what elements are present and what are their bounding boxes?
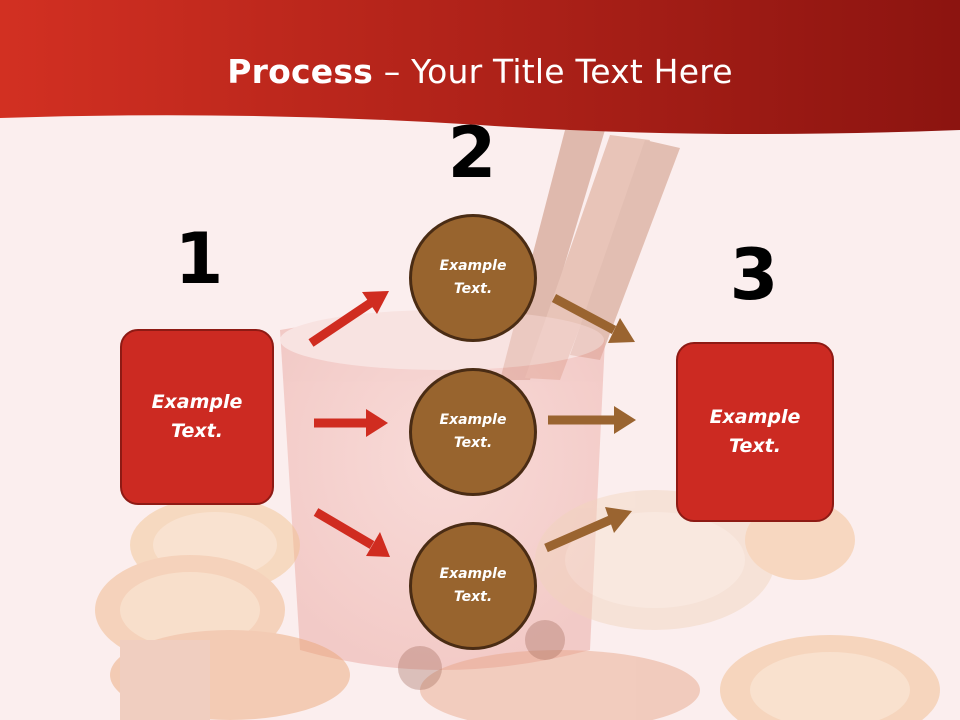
slide-title: Process – Your Title Text Here — [0, 52, 960, 91]
step-number-3: 3 — [729, 234, 779, 316]
arrow-1-to-bottom — [313, 508, 390, 557]
step-2-circle-top: Example Text. — [409, 214, 537, 342]
arrow-middle-to-3 — [548, 406, 636, 434]
step-number-1: 1 — [174, 218, 224, 300]
arrow-top-to-3 — [551, 294, 635, 343]
step-1-text: Example Text. — [151, 391, 243, 442]
step-2-circle-middle: Example Text. — [409, 368, 537, 496]
step-2-text-bottom: Example Text. — [439, 566, 507, 605]
step-2-circle-bottom: Example Text. — [409, 522, 537, 650]
arrow-1-to-middle — [314, 409, 388, 437]
step-2-text-top: Example Text. — [439, 258, 507, 297]
step-number-2: 2 — [447, 112, 497, 194]
arrow-1-to-top — [308, 291, 389, 347]
arrow-bottom-to-3 — [544, 507, 632, 553]
step-1-box: Example Text. — [120, 329, 274, 505]
title-bold: Process — [227, 52, 374, 91]
title-rest: – Your Title Text Here — [373, 52, 733, 91]
step-3-box: Example Text. — [676, 342, 834, 522]
step-2-text-middle: Example Text. — [439, 412, 507, 451]
step-3-text: Example Text. — [709, 406, 801, 457]
